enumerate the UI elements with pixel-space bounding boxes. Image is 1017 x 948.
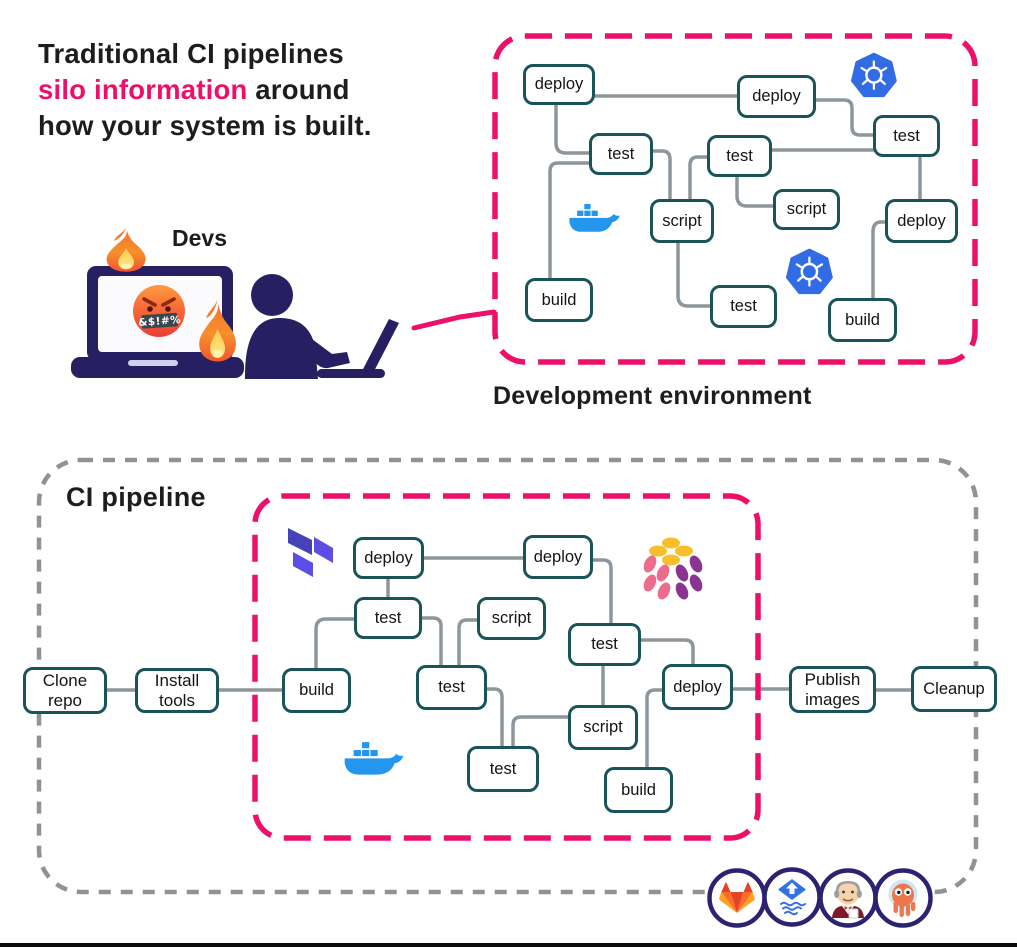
ci-node-clone-repo: Clone repo — [23, 667, 107, 714]
dev-node-deploy: deploy — [885, 199, 958, 243]
ci-node-publish-images: Publish images — [789, 666, 876, 713]
ci-node-script: script — [477, 597, 546, 640]
censor-text: &$!#% — [138, 314, 182, 329]
ci-node-install-tools: Install tools — [135, 668, 219, 713]
headline: Traditional CI pipelines silo informatio… — [38, 36, 372, 144]
dev-node-deploy: deploy — [523, 64, 595, 105]
kubernetes-icon — [785, 248, 833, 295]
ci-node-build: build — [282, 668, 351, 713]
small-laptop — [317, 319, 399, 378]
install-tools-line2: tools — [159, 690, 195, 710]
ci-node-test: test — [354, 597, 422, 639]
ci-node-cleanup: Cleanup — [911, 666, 997, 712]
ci-node-script: script — [568, 705, 638, 750]
dev-node-test: test — [707, 135, 772, 177]
ci-node-test: test — [467, 746, 539, 792]
argo-icon — [873, 868, 933, 928]
terraform-icon — [288, 528, 333, 577]
ci-node-deploy: deploy — [662, 664, 733, 710]
bottom-rule — [0, 943, 1017, 947]
jenkins-icon — [818, 868, 878, 928]
clone-repo-line2: repo — [47, 690, 83, 710]
dev-node-test: test — [589, 133, 653, 175]
dev-env-connectors — [548, 94, 922, 308]
devs-label: Devs — [172, 225, 227, 251]
dev-node-test: test — [873, 115, 940, 157]
install-tools-line1: Install — [154, 670, 200, 690]
dev-node-script: script — [650, 199, 714, 243]
kubernetes-icon — [851, 52, 897, 98]
ci-node-test: test — [416, 665, 487, 710]
dev-node-build: build — [525, 278, 593, 322]
ci-node-test: test — [568, 623, 641, 666]
headline-line2: silo information around — [38, 72, 372, 108]
headline-line1: Traditional CI pipelines — [38, 38, 344, 69]
headline-line2-rest: around — [247, 74, 350, 105]
ci-node-deploy: deploy — [353, 537, 424, 579]
dev-node-build: build — [828, 298, 897, 342]
clone-repo-line1: Clone — [42, 670, 88, 690]
devs-illustration: &$!#% — [71, 227, 399, 379]
flux-icon — [762, 867, 822, 927]
headline-line3: how your system is built. — [38, 110, 372, 141]
headline-highlight: silo information — [38, 74, 248, 105]
ci-inner-dagger-box — [252, 493, 761, 841]
callout-line — [411, 309, 497, 331]
publish-images-line2: images — [805, 689, 860, 709]
gitlab-icon — [707, 868, 767, 928]
cursing-emoji-icon: &$!#% — [133, 285, 185, 337]
ci-pipeline-label: CI pipeline — [66, 482, 206, 512]
dev-node-test: test — [710, 285, 777, 328]
publish-images-line1: Publish — [804, 669, 861, 689]
fire-icon — [106, 227, 146, 272]
dev-node-deploy: deploy — [737, 75, 816, 118]
development-environment-label: Development environment — [493, 382, 812, 410]
docker-icon — [344, 742, 404, 775]
footer-tool-badges — [707, 867, 933, 928]
ci-node-deploy: deploy — [523, 535, 593, 579]
ci-node-build: build — [604, 767, 673, 813]
pulumi-icon — [643, 537, 703, 600]
docker-icon — [569, 203, 620, 232]
dev-node-script: script — [773, 189, 840, 230]
dev-environment-box — [492, 33, 978, 365]
ci-pipeline-connectors — [105, 556, 913, 769]
person-icon — [244, 274, 350, 379]
